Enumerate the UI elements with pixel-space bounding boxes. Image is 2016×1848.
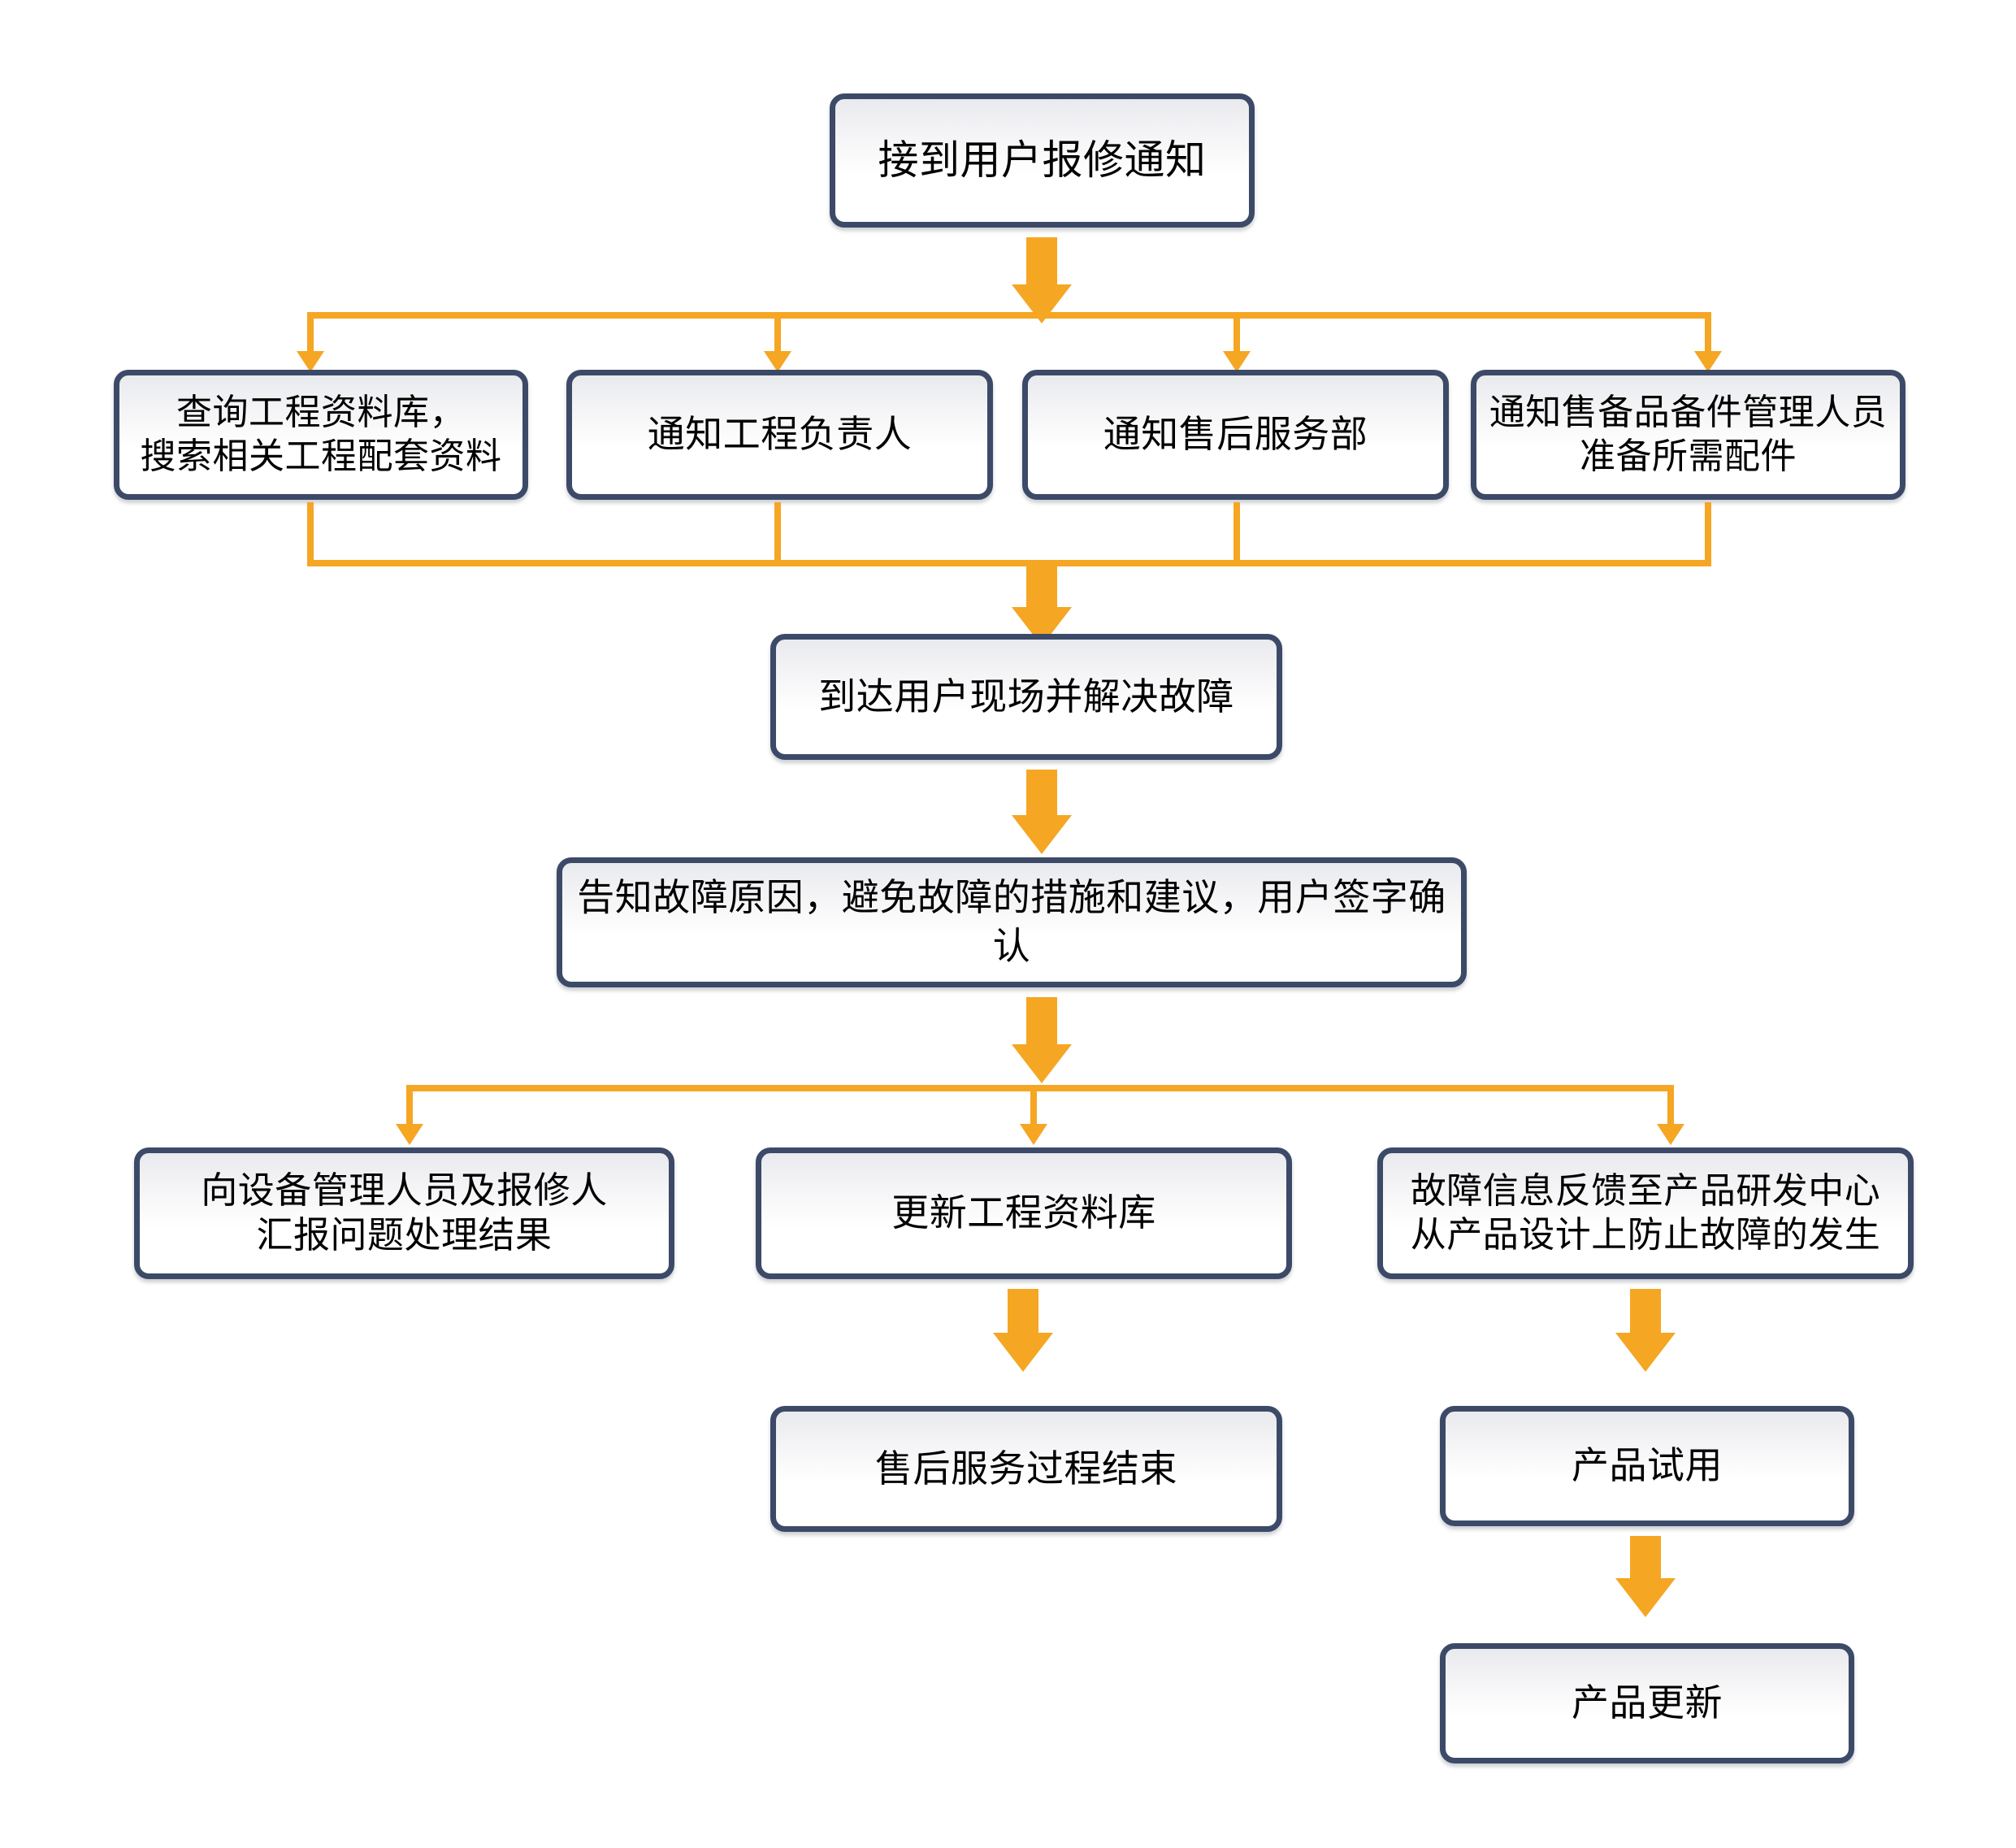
arrow-n6c-to-n7c bbox=[1615, 1536, 1676, 1624]
arrow-n5c-to-n6c bbox=[1615, 1289, 1676, 1377]
node-product-update[interactable]: 产品更新 bbox=[1440, 1643, 1854, 1763]
node-notify-project-manager[interactable]: 通知工程负责人 bbox=[566, 370, 993, 500]
arrowhead-n2b bbox=[764, 351, 791, 372]
node-aftersales-process-end[interactable]: 售后服务过程结束 bbox=[770, 1406, 1282, 1532]
merge-bar-level3 bbox=[307, 560, 1711, 566]
arrow-n3-to-n4 bbox=[1012, 770, 1072, 857]
arrowhead-n2c bbox=[1223, 351, 1251, 372]
merge-riser-n2a bbox=[307, 502, 314, 566]
merge-riser-n2b bbox=[774, 502, 781, 566]
arrowhead-n5c bbox=[1657, 1124, 1684, 1145]
branch-drop-n2b bbox=[774, 312, 781, 366]
arrowhead-n2a bbox=[297, 351, 324, 372]
branch-bar-level2 bbox=[307, 312, 1711, 319]
arrowhead-n5b bbox=[1020, 1124, 1047, 1145]
node-query-engineering-database[interactable]: 查询工程资料库， 搜索相关工程配套资料 bbox=[114, 370, 528, 500]
node-report-results[interactable]: 向设备管理人员及报修人 汇报问题处理结果 bbox=[134, 1147, 674, 1279]
node-arrive-onsite-fix-fault[interactable]: 到达用户现场并解决故障 bbox=[770, 634, 1282, 760]
node-update-engineering-database[interactable]: 更新工程资料库 bbox=[756, 1147, 1292, 1279]
merge-riser-n2d bbox=[1705, 502, 1711, 566]
node-notify-spare-parts-manager[interactable]: 通知售备品备件管理人员 准备所需配件 bbox=[1471, 370, 1905, 500]
branch-drop-n2c bbox=[1233, 312, 1240, 366]
arrowhead-n2d bbox=[1694, 351, 1722, 372]
branch-drop-n2a bbox=[307, 312, 314, 366]
node-explain-cause-signoff[interactable]: 告知故障原因，避免故障的措施和建议，用户签字确认 bbox=[557, 857, 1467, 987]
branch-bar-level5 bbox=[406, 1085, 1674, 1091]
branch-drop-n5a bbox=[406, 1085, 413, 1140]
arrow-n5b-to-n6b bbox=[993, 1289, 1053, 1377]
node-notify-aftersales-dept[interactable]: 通知售后服务部 bbox=[1022, 370, 1449, 500]
arrow-n4-to-branch bbox=[1012, 997, 1072, 1087]
node-feedback-to-rnd[interactable]: 故障信息反馈至产品研发中心 从产品设计上防止故障的发生 bbox=[1377, 1147, 1914, 1279]
branch-drop-n5b bbox=[1030, 1085, 1037, 1140]
node-product-trial[interactable]: 产品试用 bbox=[1440, 1406, 1854, 1526]
arrowhead-n5a bbox=[396, 1124, 423, 1145]
node-receive-repair-notice[interactable]: 接到用户报修通知 bbox=[830, 93, 1255, 228]
branch-drop-n2d bbox=[1705, 312, 1711, 366]
merge-riser-n2c bbox=[1233, 502, 1240, 566]
branch-drop-n5c bbox=[1667, 1085, 1674, 1140]
